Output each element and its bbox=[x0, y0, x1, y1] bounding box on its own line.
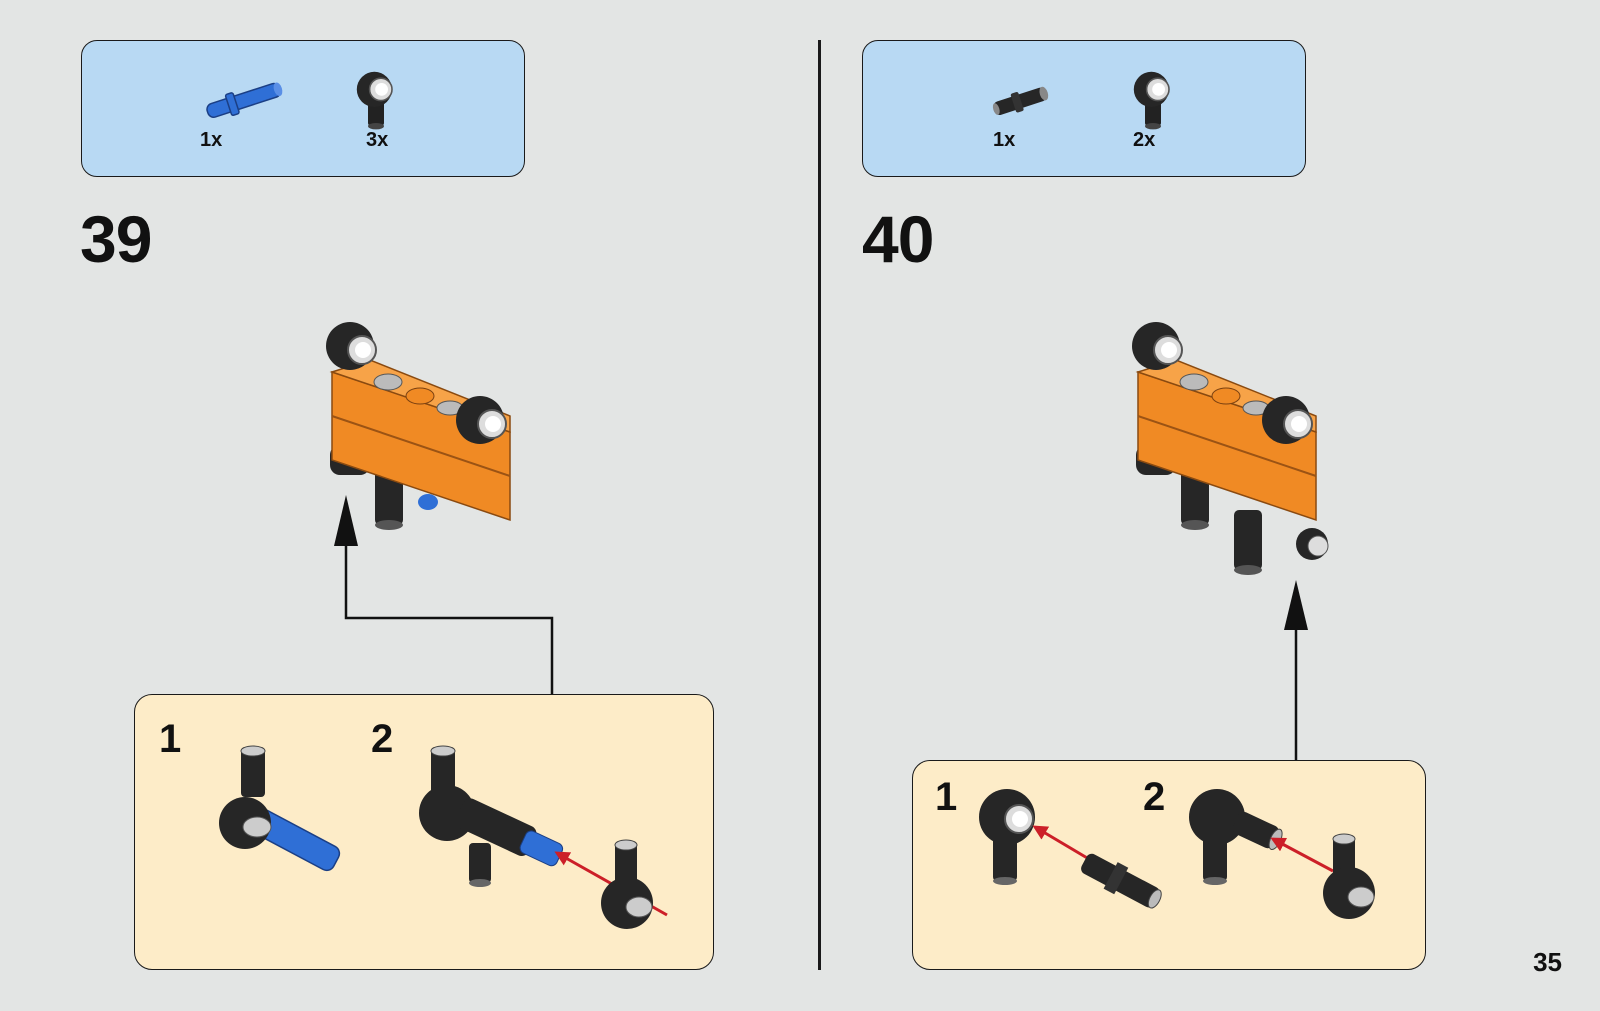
page-number: 35 bbox=[1533, 947, 1562, 978]
substep-illustration bbox=[1183, 781, 1403, 931]
subassembly-box-step-40: 1 2 bbox=[912, 760, 1426, 970]
substep-number: 1 bbox=[935, 777, 957, 817]
substep-illustration bbox=[969, 781, 1169, 921]
